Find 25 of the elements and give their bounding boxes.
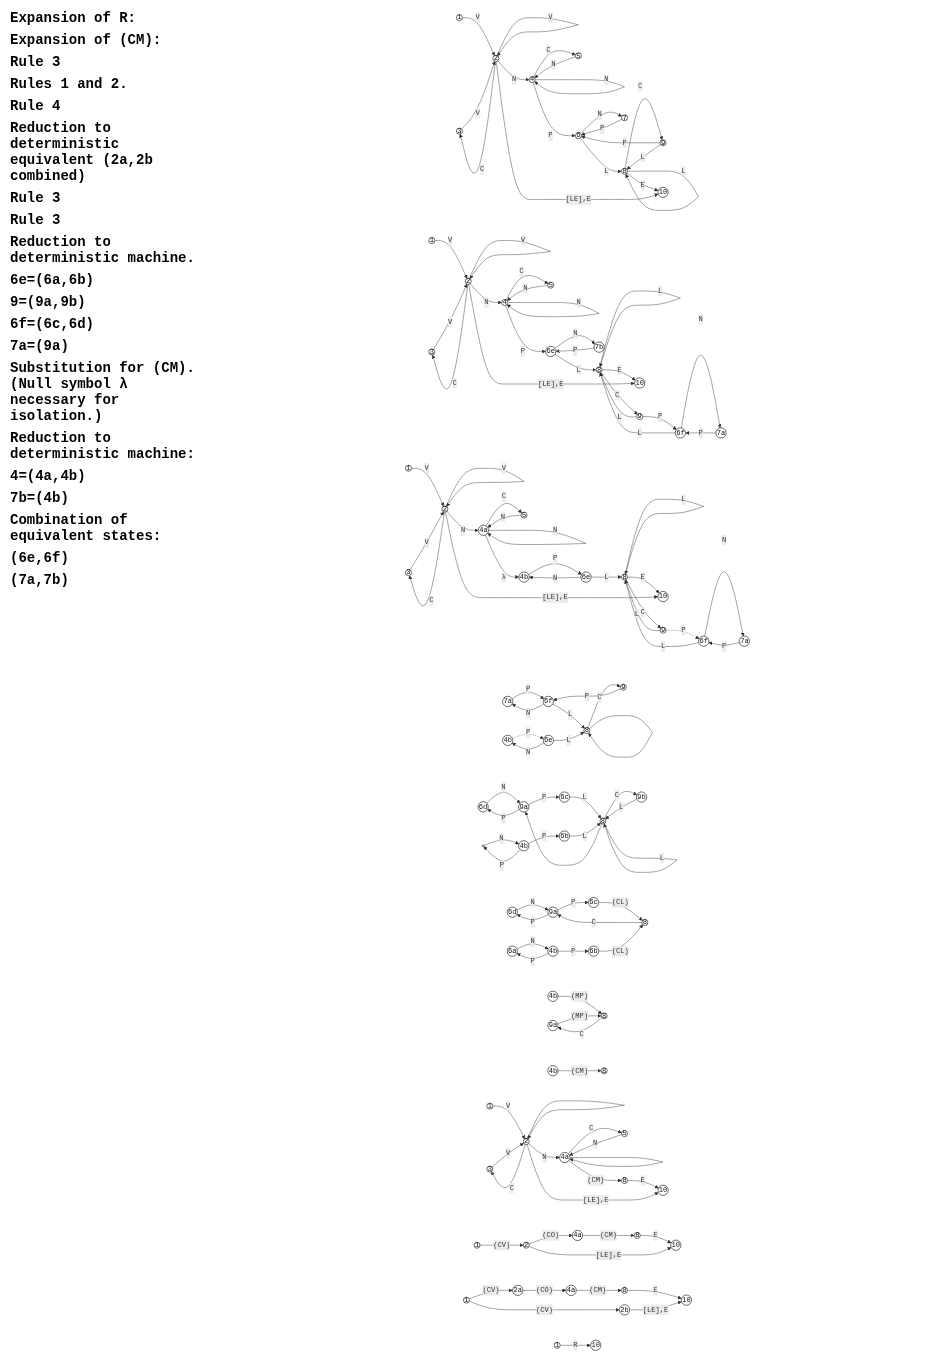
- note-text: Reduction to deterministic equivalent (2a,2b combined): [10, 120, 154, 184]
- note-text: Reduction to deterministic machine:: [10, 430, 196, 462]
- node-circle: [481, 844, 485, 847]
- note-text: Rule 3: [10, 54, 62, 70]
- arrow: [469, 240, 551, 279]
- note-text: 7a=(9a): [10, 338, 70, 354]
- arrow: [527, 1100, 625, 1140]
- arrow: [445, 468, 525, 507]
- note-text: Substitution for (CM). (Null symbol λ necessary for isolation.): [10, 360, 196, 424]
- note-text: 7b=(4b): [10, 490, 70, 506]
- note-text: 9=(9a,9b): [10, 294, 87, 310]
- note-text: Combination of equivalent states:: [10, 512, 163, 544]
- note-text: Rule 3: [10, 190, 62, 206]
- note-text: (7a,7b): [10, 572, 70, 588]
- note-text: Rule 3: [10, 212, 62, 228]
- note-text: Reduction to deterministic machine.: [10, 234, 196, 266]
- note-text: Expansion of (CM):: [10, 32, 163, 48]
- note-text: (6e,6f): [10, 550, 70, 566]
- note-text: 6e=(6a,6b): [10, 272, 95, 288]
- note-text: Rule 4: [10, 98, 62, 114]
- arrow: [496, 17, 579, 57]
- note-text: 4=(4a,4b): [10, 468, 87, 484]
- note-text: Rules 1 and 2.: [10, 76, 129, 92]
- note-text: Expansion of R:: [10, 10, 138, 26]
- note-text: 6f=(6c,6d): [10, 316, 95, 332]
